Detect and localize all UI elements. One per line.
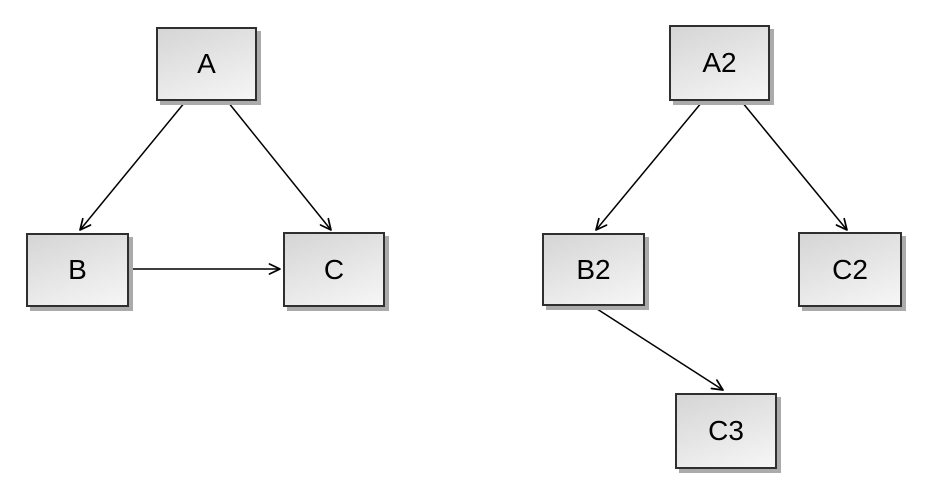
node-A: A <box>156 27 257 101</box>
node-label-A: A <box>197 48 216 79</box>
node-B: B <box>26 233 129 307</box>
edge-A-to-B <box>79 101 186 231</box>
node-C3: C3 <box>675 393 777 469</box>
node-B2: B2 <box>542 233 645 306</box>
edge-B2-to-C3 <box>593 306 724 391</box>
edge-A2-to-B2 <box>595 101 703 231</box>
edge-A2-to-C2 <box>741 101 848 231</box>
node-label-C: C <box>323 253 345 285</box>
node-C2: C2 <box>798 232 902 307</box>
node-label-A2: A2 <box>702 47 737 78</box>
edge-A-to-C <box>227 101 332 231</box>
node-label-B: B <box>68 254 87 285</box>
node-label-C3: C3 <box>708 415 744 446</box>
node-C: C <box>283 232 385 307</box>
node-label-B2: B2 <box>576 253 611 285</box>
node-A2: A2 <box>669 25 770 101</box>
node-label-C2: C2 <box>832 253 868 285</box>
